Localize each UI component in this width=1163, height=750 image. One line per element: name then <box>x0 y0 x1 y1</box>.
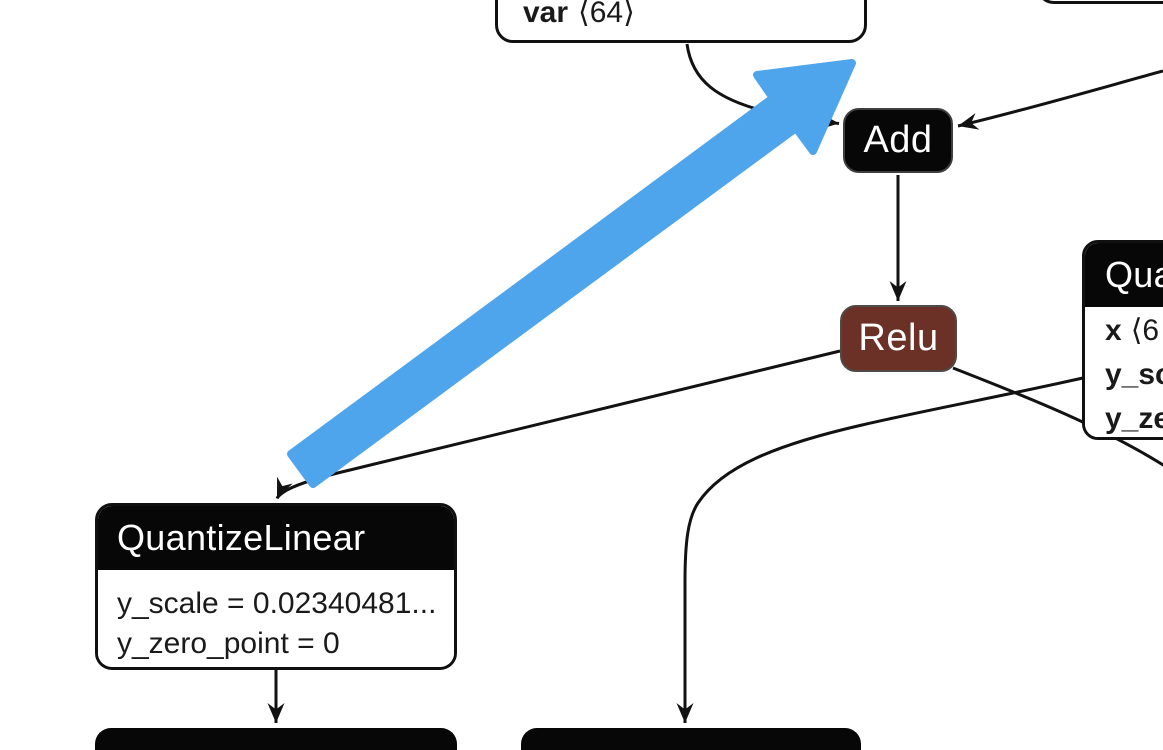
node-add[interactable]: Add <box>843 108 953 173</box>
node-relu[interactable]: Relu <box>840 305 957 372</box>
edge-relu-to-quantizelinear <box>275 349 841 500</box>
edge-right-to-add <box>957 69 1163 130</box>
node-quantizelinear-header: QuantizeLinear <box>98 506 454 570</box>
node-relu-title: Relu <box>858 317 939 359</box>
node-quantizelinear-body: y_scale = 0.02340481... y_zero_point = 0 <box>98 570 454 664</box>
node-quantizelinear-right-body: x⟨6 y_sc y_ze <box>1085 307 1163 437</box>
node-quantizelinear-right-title: Qua <box>1105 254 1163 295</box>
attribute-row: y_zero_point = 0 <box>117 627 340 660</box>
node-quantizelinear-right-header: Qua <box>1085 243 1163 307</box>
input-row: x⟨6 <box>1105 314 1160 347</box>
node-top-right-partial[interactable] <box>1036 0 1163 4</box>
node-quantizelinear[interactable]: QuantizeLinear y_scale = 0.02340481... y… <box>95 503 457 670</box>
node-bottom-left-partial[interactable] <box>95 728 457 750</box>
node-add-title: Add <box>863 119 933 161</box>
param-name: var <box>523 0 569 29</box>
node-var-params[interactable]: var ⟨64⟩ <box>495 0 867 43</box>
edge-var-to-add <box>685 43 840 130</box>
node-quantizelinear-title: QuantizeLinear <box>117 517 366 558</box>
node-bottom-right-partial[interactable] <box>521 728 861 750</box>
param-shape: ⟨64⟩ <box>578 0 635 29</box>
attribute-row: y_scale = 0.02340481... <box>117 587 437 620</box>
input-row: y_ze <box>1105 402 1163 435</box>
param-row: var ⟨64⟩ <box>523 0 635 30</box>
blue-pointer-arrow <box>287 59 856 488</box>
node-quantizelinear-right[interactable]: Qua x⟨6 y_sc y_ze <box>1082 240 1163 440</box>
input-row: y_sc <box>1105 358 1163 391</box>
edge-curve-to-bottom-right <box>676 367 1123 723</box>
